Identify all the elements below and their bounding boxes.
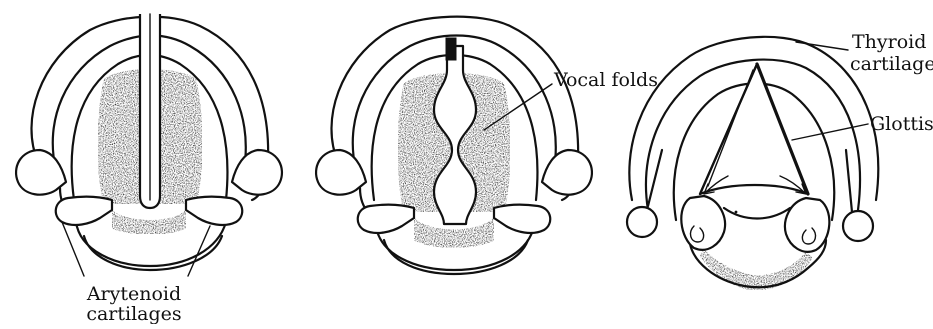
cartilage-lobe-left-2 [316,150,366,195]
label-vocal-folds: Vocal folds [553,69,658,91]
larynx-figure-3 [627,37,878,290]
thyroid-leader [796,42,848,50]
label-arytenoid-line1: Arytenoid [86,283,181,305]
glottis-dot [735,211,738,214]
label-glottis: Glottis [870,113,933,135]
cartilage-lobe-left-1 [16,150,66,195]
knob-stem-left [648,150,662,206]
arytenoid-right-2 [494,205,550,233]
arytenoid-leader-left [62,222,84,276]
cartilage-lobe-right-1 [232,150,282,195]
arytenoid-left-2 [358,205,414,233]
larynx-figure-2 [316,17,592,274]
arytenoid-left-3 [681,196,725,250]
arytenoid-right-1 [186,197,242,225]
knob-stem-right [846,150,852,212]
posterior-wall-3 [724,208,790,219]
cartilage-knob-left [627,207,657,237]
cartilage-knob-right [843,211,873,241]
cartilage-lobe-right-2 [542,150,592,195]
larynx-figure-1 [16,14,282,276]
anterior-commissure-2 [446,38,456,60]
glottis-opening [700,64,808,194]
label-arytenoid-line2: cartilages [86,303,181,324]
posterior-commissure-1 [112,210,186,234]
arytenoid-leader-right [188,226,210,276]
label-thyroid-line2: cartilage [850,53,933,75]
label-thyroid-line1: Thyroid [852,31,926,53]
arytenoid-left-1 [56,197,112,225]
glottis-leader [792,124,868,140]
